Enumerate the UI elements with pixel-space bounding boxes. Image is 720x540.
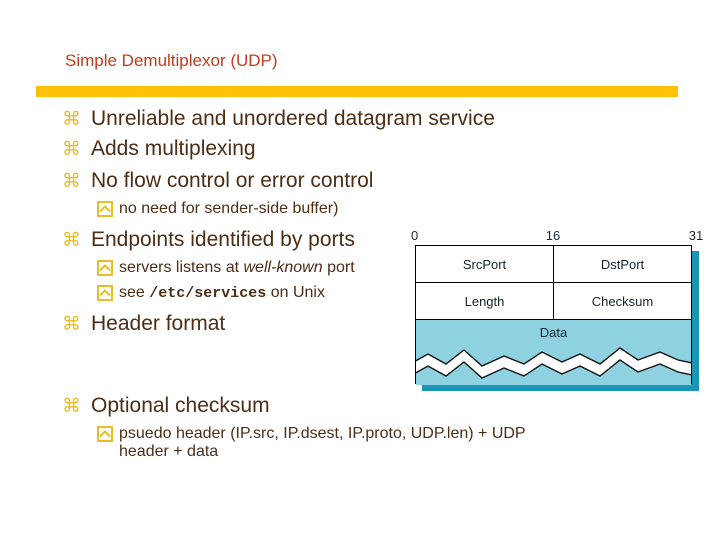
text-segment-italic: well-known [243, 259, 323, 276]
bullet-multiplexing: ⌘ Adds multiplexing [62, 136, 256, 162]
torn-edge-zigzag-icon [416, 347, 691, 379]
text-segment: see [119, 284, 150, 301]
bit-position-labels: 0 16 31 [411, 228, 703, 243]
cell-dstport: DstPort [600, 256, 645, 272]
subbullet-pseudo-header: psuedo header (IP.src, IP.dsest, IP.prot… [97, 425, 659, 461]
text-segment-mono: /etc/services [149, 285, 267, 302]
bullet-header-format: ⌘ Header format [62, 311, 225, 337]
chevron-box-bullet-icon [97, 260, 113, 276]
command-bullet-icon: ⌘ [62, 138, 81, 160]
subbullet-text: psuedo header (IP.src, IP.dsest, IP.prot… [119, 425, 659, 461]
bullet-unreliable: ⌘ Unreliable and unordered datagram serv… [62, 106, 495, 132]
udp-header-table: SrcPort DstPort Length Checksum Data [415, 245, 692, 385]
data-label: Data [539, 325, 568, 340]
text-line: psuedo header (IP.src, IP.dsest, IP.prot… [119, 425, 526, 442]
chevron-box-bullet-icon [97, 285, 113, 301]
subbullet-text: see /etc/services on Unix [119, 284, 325, 303]
command-bullet-icon: ⌘ [62, 108, 81, 130]
bullet-text: Header format [91, 312, 226, 335]
subbullet-text: no need for sender-side buffer) [119, 200, 339, 217]
bullet-text: Adds multiplexing [91, 137, 256, 160]
bullet-text: Unreliable and unordered datagram servic… [91, 107, 495, 130]
cell-checksum: Checksum [591, 293, 654, 309]
bullet-endpoints: ⌘ Endpoints identified by ports [62, 227, 355, 253]
text-line: header + data [119, 443, 219, 460]
title-underline-bar [36, 86, 678, 97]
header-row-ports: SrcPort DstPort [416, 246, 691, 283]
bit-label-16: 16 [545, 228, 561, 243]
header-row-length-checksum: Length Checksum [416, 283, 691, 320]
bullet-text: No flow control or error control [91, 169, 374, 192]
cell-srcport: SrcPort [416, 246, 554, 282]
subbullet-etc-services: see /etc/services on Unix [97, 284, 325, 303]
chevron-box-bullet-icon [97, 201, 113, 217]
slide-title: Simple Demultiplexor (UDP) [65, 51, 278, 70]
command-bullet-icon: ⌘ [62, 170, 81, 192]
command-bullet-icon: ⌘ [62, 313, 81, 335]
bullet-text: Endpoints identified by ports [91, 228, 355, 251]
bit-label-31: 31 [688, 228, 704, 243]
text-segment: port [322, 259, 355, 276]
bullet-text: Optional checksum [91, 394, 270, 417]
bullet-no-flow-control: ⌘ No flow control or error control [62, 168, 373, 194]
bit-label-0: 0 [411, 228, 419, 243]
text-segment: on Unix [266, 284, 325, 301]
text-segment: servers listens at [119, 259, 244, 276]
udp-header-diagram: 0 16 31 SrcPort DstPort Length Checksum … [411, 228, 715, 398]
command-bullet-icon: ⌘ [62, 229, 81, 251]
data-section: Data [416, 320, 691, 385]
bullet-optional-checksum: ⌘ Optional checksum [62, 393, 270, 419]
subbullet-wellknown-port: servers listens at well-known port [97, 259, 355, 277]
subbullet-sender-buffer: no need for sender-side buffer) [97, 200, 338, 218]
subbullet-text: servers listens at well-known port [119, 259, 355, 277]
command-bullet-icon: ⌘ [62, 395, 81, 417]
cell-length: Length [416, 283, 554, 319]
chevron-box-bullet-icon [97, 426, 113, 442]
